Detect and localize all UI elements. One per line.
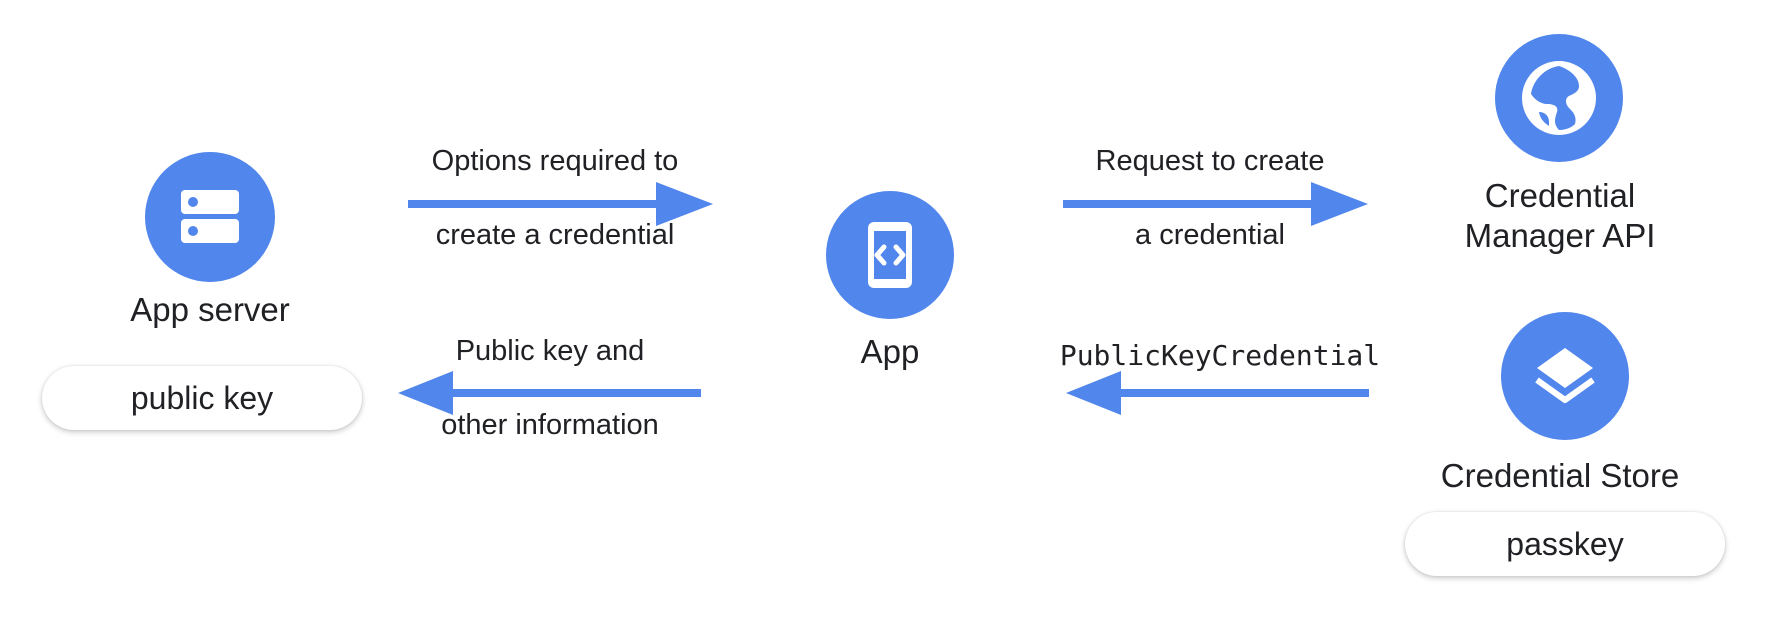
request-flow-line2: a credential bbox=[1135, 219, 1285, 251]
options-flow-line1: Options required to bbox=[431, 145, 679, 177]
app-label: App bbox=[860, 333, 920, 370]
credential-manager-node bbox=[1495, 34, 1623, 162]
credential-manager-label-line1: Credential bbox=[1484, 177, 1636, 214]
credential-manager-label: Credential Manager API bbox=[1420, 176, 1700, 256]
public-key-credential-arrow bbox=[1066, 371, 1369, 415]
code-phone-icon bbox=[868, 222, 912, 288]
public-key-arrow bbox=[398, 371, 701, 415]
app-node bbox=[826, 191, 954, 319]
passkey-badge: passkey bbox=[1405, 512, 1725, 576]
credential-store-label: Credential Store bbox=[1440, 457, 1680, 494]
credential-manager-label-line2: Manager API bbox=[1464, 217, 1656, 254]
credential-store-node bbox=[1501, 312, 1629, 440]
options-flow-label: Options required to create a credential bbox=[380, 106, 730, 291]
public-key-flow-label: Public key and other information bbox=[380, 296, 720, 481]
app-server-label: App server bbox=[130, 291, 290, 328]
app-server-node bbox=[145, 152, 275, 282]
public-key-flow-line2: other information bbox=[441, 409, 659, 441]
server-icon bbox=[181, 190, 239, 243]
public-key-credential-label: PublicKeyCredential bbox=[1059, 339, 1381, 372]
options-arrow bbox=[408, 182, 713, 226]
public-key-badge: public key bbox=[42, 366, 362, 430]
options-flow-line2: create a credential bbox=[435, 219, 675, 251]
globe-icon bbox=[1522, 61, 1596, 135]
public-key-flow-line1: Public key and bbox=[455, 335, 645, 367]
request-flow-label: Request to create a credential bbox=[1040, 106, 1380, 291]
request-arrow bbox=[1063, 182, 1368, 226]
request-flow-line1: Request to create bbox=[1095, 145, 1325, 177]
layers-icon bbox=[1535, 348, 1595, 403]
